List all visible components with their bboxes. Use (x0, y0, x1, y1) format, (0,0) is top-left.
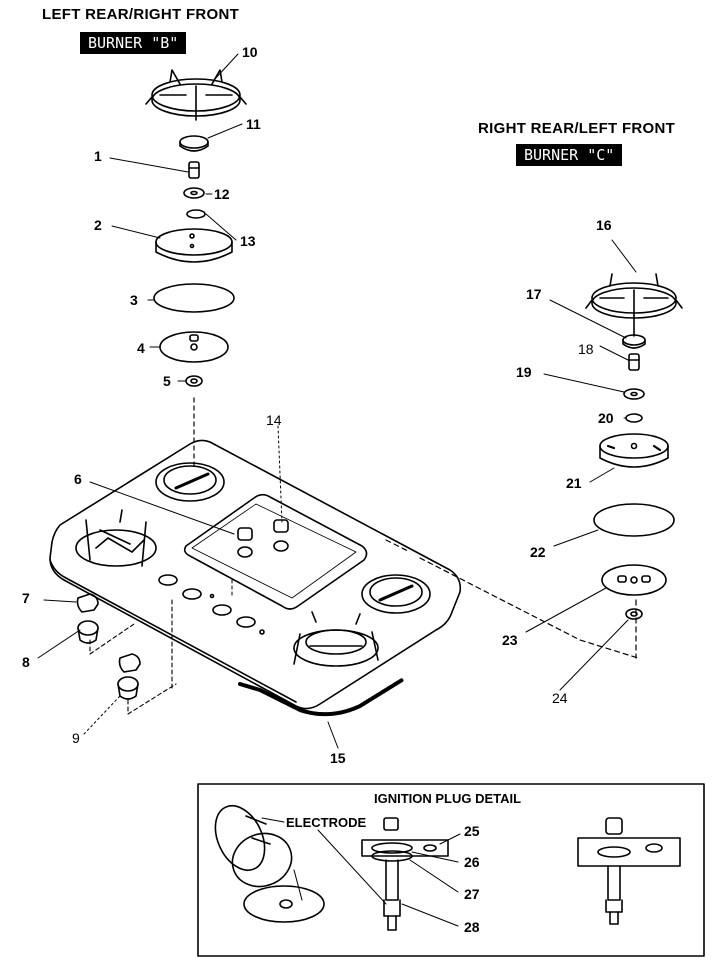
burner-c-plate (601, 564, 667, 596)
knob-8 (77, 620, 99, 644)
burner-b-position-label: LEFT REAR/RIGHT FRONT (42, 6, 240, 23)
callout-25: 25 (464, 823, 480, 839)
trim-strip (238, 678, 404, 717)
detail-burner-assembly (214, 805, 325, 923)
burner-b-gasket (153, 283, 235, 313)
callout-11: 11 (246, 116, 261, 132)
ignition-plug-exploded (361, 817, 449, 931)
callout-28: 28 (464, 919, 480, 935)
burner-b-badge: BURNER "B" (80, 32, 187, 54)
callout-8: 8 (22, 654, 30, 670)
callout-12: 12 (214, 186, 230, 202)
callout-2: 2 (94, 217, 102, 233)
callout-15: 15 (330, 750, 346, 766)
burner-b-washer (183, 187, 205, 199)
callout-23: 23 (502, 632, 518, 648)
knob-7 (76, 593, 99, 613)
callout-19: 19 (516, 364, 532, 380)
burner-c-washer (623, 388, 645, 400)
burner-c-cap (622, 334, 646, 349)
ignition-plug-assembled (577, 817, 681, 925)
callout-27: 27 (464, 886, 480, 902)
burner-b-clip (186, 209, 206, 219)
callout-16: 16 (596, 217, 612, 233)
callout-24: 24 (552, 690, 568, 706)
burner-c-head (599, 433, 669, 468)
callout-18: 18 (578, 341, 594, 357)
burner-c-gasket (593, 503, 675, 537)
knob-9 (117, 676, 139, 700)
callout-7: 7 (22, 590, 30, 606)
burner-c-grate (585, 273, 683, 337)
callout-14: 14 (266, 412, 282, 428)
burner-c-orifice (628, 353, 640, 371)
burner-b-plate (159, 331, 229, 363)
callout-5: 5 (163, 373, 171, 389)
callout-17: 17 (526, 286, 542, 302)
burner-b-grate (145, 69, 247, 121)
callout-3: 3 (130, 292, 138, 308)
callout-1: 1 (94, 148, 102, 164)
ignition-detail-box (197, 783, 705, 957)
callout-13: 13 (240, 233, 256, 249)
ignition-detail-title: IGNITION PLUG DETAIL (374, 791, 522, 806)
callout-6: 6 (74, 471, 82, 487)
burner-c-position-label: RIGHT REAR/LEFT FRONT (478, 120, 676, 137)
callout-20: 20 (598, 410, 614, 426)
burner-b-orifice (188, 161, 200, 179)
burner-b-nut (185, 375, 203, 387)
callout-10: 10 (242, 44, 258, 60)
callout-9: 9 (72, 730, 80, 746)
callout-4: 4 (137, 340, 145, 356)
burner-c-nut (625, 608, 643, 620)
callout-21: 21 (566, 475, 582, 491)
electrode-label: ELECTRODE (286, 815, 367, 830)
knob-9-top (118, 653, 141, 673)
cooktop (49, 439, 462, 710)
leader-lines (37, 53, 637, 749)
burner-b-head (155, 228, 233, 263)
burner-c-clip (625, 413, 643, 423)
callout-26: 26 (464, 854, 480, 870)
burner-c-badge: BURNER "C" (516, 144, 623, 166)
burner-b-cap (179, 135, 209, 152)
callout-22: 22 (530, 544, 546, 560)
